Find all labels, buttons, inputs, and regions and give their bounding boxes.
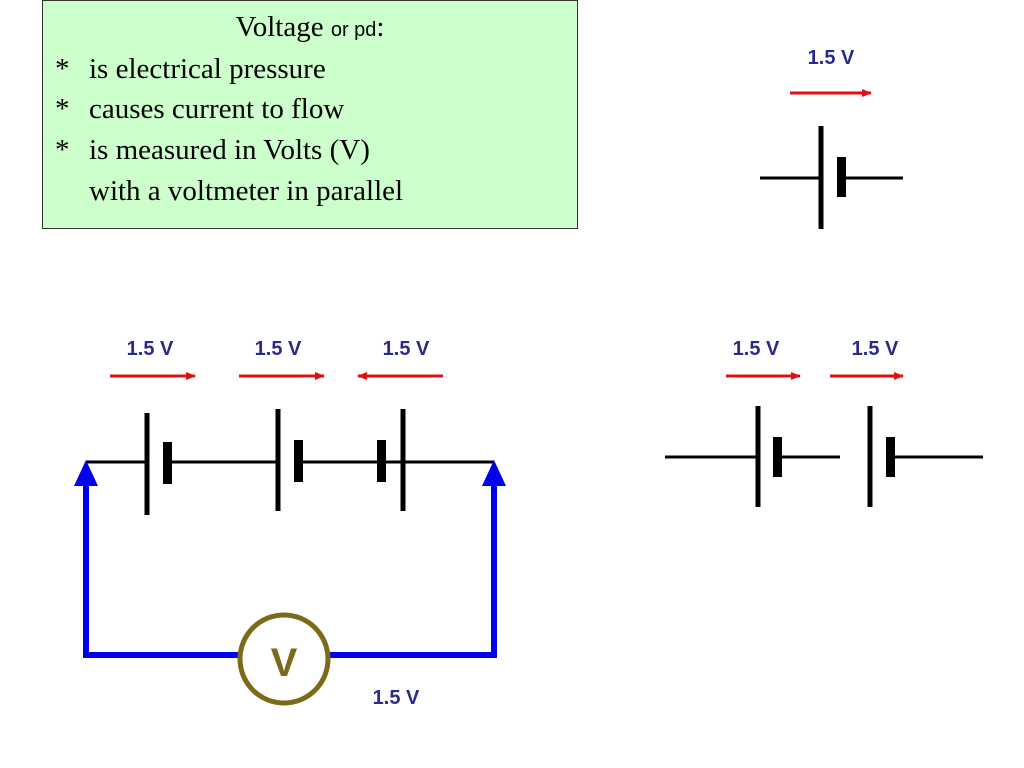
cell-2-voltage-label: 1.5 V: [255, 338, 302, 360]
cell-negative-plate: [163, 442, 172, 484]
info-title: Voltage or pd:: [43, 11, 577, 46]
pair-cell-2-voltage-label: 1.5 V: [852, 338, 899, 360]
blue-arrowhead-right: [482, 460, 506, 486]
cell-negative-plate: [773, 437, 782, 477]
voltmeter-loop: V 1.5 V: [74, 460, 506, 709]
info-line-1: * is electrical pressure: [55, 53, 326, 85]
info-line-2: * causes current to flow: [55, 93, 344, 125]
pair-cell-1-voltage-label: 1.5 V: [733, 338, 780, 360]
info-title-small: or pd: [330, 19, 377, 41]
bullet-star: *: [55, 53, 70, 85]
info-line-text: is measured in Volts (V): [89, 134, 370, 166]
blue-lead-right: [328, 484, 497, 658]
cell-negative-plate: [886, 437, 895, 477]
info-title-main: Voltage: [235, 11, 331, 43]
cell-negative-plate-reversed: [377, 440, 386, 482]
cell-negative-plate: [837, 157, 846, 197]
blue-arrowhead-left: [74, 460, 98, 486]
info-line-text: with a voltmeter in parallel: [89, 175, 404, 207]
cell-negative-plate: [294, 440, 303, 482]
voltage-info-box: Voltage or pd: * is electrical pressure *…: [42, 0, 578, 229]
info-line-4: with a voltmeter in parallel: [55, 175, 403, 207]
series-cells-with-voltmeter: 1.5 V 1.5 V 1.5 V V 1.5 V: [74, 338, 506, 709]
blue-lead-left: [83, 484, 240, 658]
cell-1-voltage-label: 1.5 V: [127, 338, 174, 360]
two-cells-series: 1.5 V 1.5 V: [665, 338, 983, 507]
single-cell-voltage-label: 1.5 V: [808, 47, 855, 69]
bullet-star: *: [55, 93, 70, 125]
info-line-text: causes current to flow: [89, 93, 345, 125]
cell-symbol: [760, 126, 903, 229]
info-line-3: * is measured in Volts (V): [55, 134, 370, 166]
bullet-star: *: [55, 134, 70, 166]
single-cell-diagram: 1.5 V: [760, 47, 903, 229]
info-title-colon: :: [376, 11, 385, 43]
voltmeter-symbol: V: [271, 641, 298, 685]
info-line-text: is electrical pressure: [89, 53, 326, 85]
cell-3-voltage-label: 1.5 V: [383, 338, 430, 360]
voltmeter-reading-label: 1.5 V: [373, 687, 420, 709]
voltmeter-icon: [237, 612, 331, 706]
